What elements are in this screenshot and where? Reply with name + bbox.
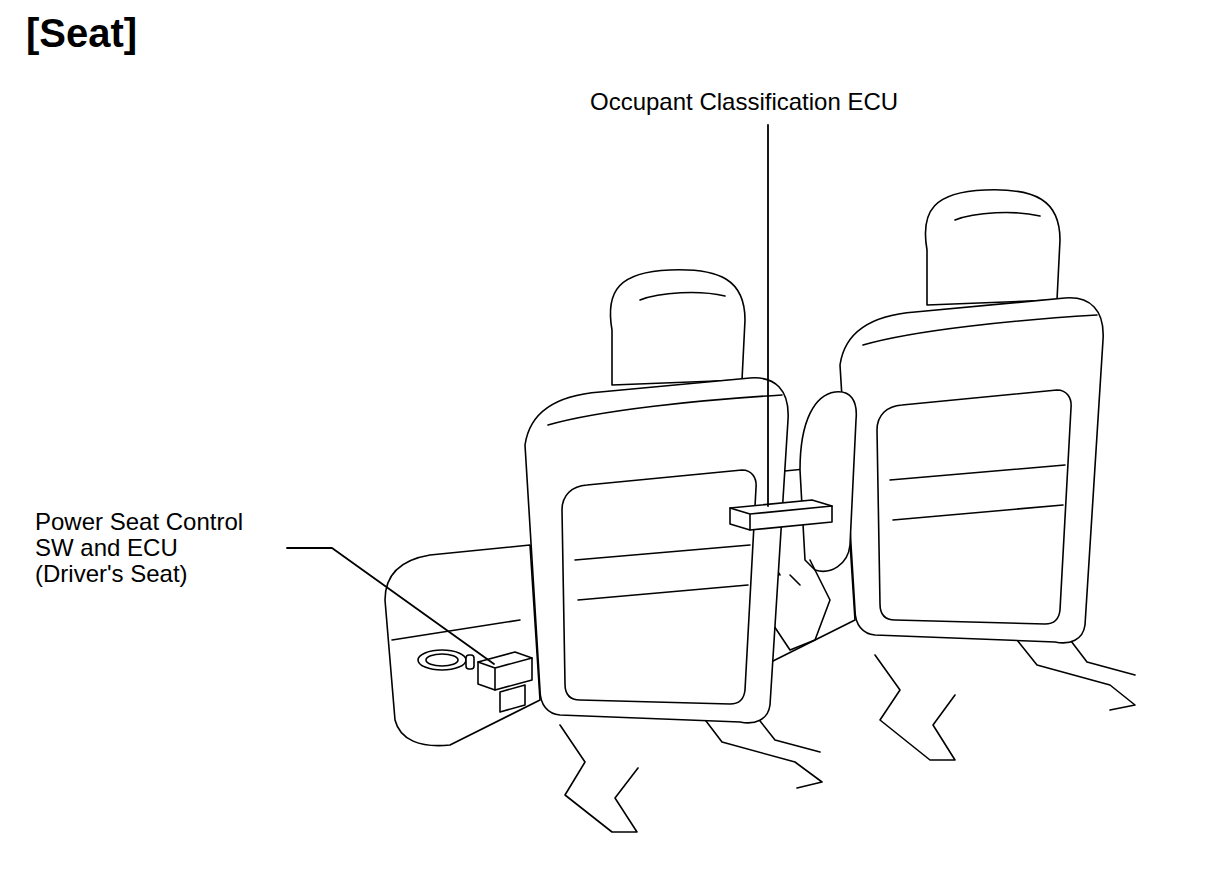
ecu-box [730,500,832,530]
part-label: Power Seat Control [35,509,243,535]
part-label: SW and ECU [35,535,178,561]
leader-line [287,548,494,664]
driver-seat [385,270,822,832]
diagram-title: [Seat] [26,10,137,56]
leader-line [767,125,769,506]
part-label: (Driver's Seat) [35,561,188,587]
armrest [800,392,856,572]
switch-ecu-box [478,652,532,712]
part-label: Occupant Classification ECU [590,89,898,115]
